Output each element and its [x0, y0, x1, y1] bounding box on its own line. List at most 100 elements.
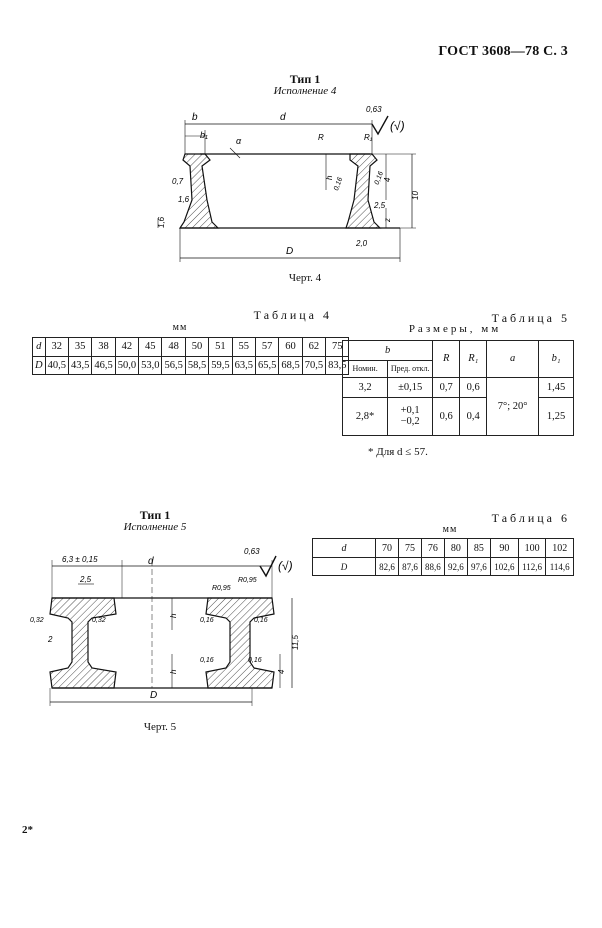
- table5-col-R1: R₁: [459, 340, 488, 378]
- fig4-label-h: h: [325, 175, 334, 180]
- fig4-caption: Черт. 4: [288, 272, 322, 284]
- fig4-label-10: 10: [411, 191, 420, 200]
- fig4-label-D: D: [286, 246, 293, 257]
- table4-d-cell: 57: [254, 337, 280, 357]
- fig4-right-profile: [345, 153, 382, 229]
- table4-d-cell: 62: [301, 337, 327, 357]
- table5-cell: ±0,15: [387, 376, 434, 398]
- fig5-label-r095b: R0,95: [238, 577, 257, 584]
- fig4-label-r25: 2,5: [373, 201, 386, 210]
- table4-d-cell: 45: [138, 337, 163, 357]
- fig5-drawing: 6,3 ± 0,15 2,5 d 0,63 (√) R0,95 R0,95 0,…: [30, 547, 300, 706]
- table6-row-d: d 70 75 76 80 85 90 100 102: [312, 537, 574, 559]
- table5-col-pred: Пред. откл.: [387, 360, 434, 378]
- fig4-label-z: z: [383, 218, 392, 223]
- table6-D-cell: 82,6: [375, 557, 399, 576]
- fig5-label-115: 11,5: [291, 634, 300, 650]
- table6: d 70 75 76 80 85 90 100 102 D 82,6 87,6 …: [312, 537, 574, 576]
- table6-D-cell: 88,6: [420, 557, 445, 576]
- table5-name: Таблица 5: [491, 311, 570, 325]
- fig4-variant: Исполнение 4: [273, 85, 337, 97]
- fig5-label-dim-top: 6,3 ± 0,15: [62, 555, 98, 564]
- table4-name: Таблица 4: [253, 308, 332, 322]
- fig5-label-25: 2,5: [79, 575, 92, 584]
- page-number: 2*: [22, 824, 33, 836]
- table6-D-cell: 114,6: [545, 557, 574, 576]
- fig4-label-4: 4: [383, 177, 392, 182]
- fig4-label-r16a: 1,6: [178, 195, 190, 204]
- table4-d-label: d: [32, 337, 46, 357]
- table4-d-cell: 38: [91, 337, 116, 357]
- table5-col-a: a: [486, 340, 540, 378]
- table5-cell: 0,6: [459, 376, 488, 398]
- table4-d-cell: 51: [208, 337, 233, 357]
- table6-D-cell: 102,6: [489, 557, 519, 576]
- table4-d-cell: 42: [114, 337, 140, 357]
- fig5-label-h: h: [169, 613, 178, 618]
- table4-row-D: D 40,5 43,5 46,5 50,0 53,0 56,5 58,5 59,…: [32, 355, 350, 375]
- fig4-label-alpha: α: [236, 136, 242, 146]
- fig5-variant: Исполнение 5: [123, 521, 187, 533]
- table4-D-cell: 58,5: [184, 355, 210, 375]
- fig4-label-R1: R₁: [364, 133, 373, 142]
- fig4-label-b1: b₁: [200, 130, 208, 140]
- table5-cell: 3,2: [341, 376, 389, 398]
- table6-d-cell: 76: [420, 537, 445, 559]
- table6-D-cell: 87,6: [397, 557, 422, 576]
- table4-D-cell: 40,5: [44, 355, 69, 375]
- table5-cell: 1,45: [538, 376, 574, 398]
- table5-row-1: 3,2 ±0,15 0,7 0,6 7°; 20° 1,45: [341, 376, 574, 437]
- table4-D-cell: 65,5: [254, 355, 280, 375]
- table4-d-cell: 60: [278, 337, 303, 357]
- fig5-label-d: d: [148, 556, 154, 567]
- fig5-label-r016d: 0,16: [248, 657, 262, 664]
- table4-d-cell: 50: [184, 337, 210, 357]
- fig5-label-r032a: 0,32: [30, 617, 44, 624]
- table4-D-cell: 56,5: [161, 355, 186, 375]
- table5-cell: 0,4: [459, 396, 488, 437]
- table6-name: Таблица 6: [491, 511, 570, 525]
- table6-d-cell: 90: [489, 537, 519, 559]
- fig4-label-b: b: [192, 112, 198, 123]
- table5-col-R: R: [432, 340, 461, 378]
- table4-d-cell: 35: [67, 337, 93, 357]
- table4-d-cell: 55: [231, 337, 256, 357]
- table4-d-cell: 32: [44, 337, 69, 357]
- table5-cell: 1,25: [538, 396, 574, 437]
- table5-row-2: 2,8* +0,1 −0,2 0,6 0,4 1,25: [341, 396, 574, 437]
- table6-d-cell: 80: [443, 537, 468, 559]
- table5-cell: 0,6: [432, 396, 461, 437]
- table4: d 32 35 38 42 45 48 50 51 55 57 60 62 75…: [32, 337, 350, 375]
- fig4-roughness-value: 0,63: [366, 105, 382, 114]
- fig5-label-h2: h: [169, 669, 178, 674]
- table6-D-cell: 97,6: [466, 557, 491, 576]
- table4-D-cell: 63,5: [231, 355, 256, 375]
- table5-cell-a: 7°; 20°: [486, 376, 540, 437]
- fig5-roughness-value: 0,63: [244, 547, 260, 556]
- fig4-type-title: Тип 1: [289, 72, 321, 86]
- table6-D-cell: 112,6: [517, 557, 547, 576]
- fig5-caption: Черт. 5: [143, 721, 177, 733]
- table6-d-cell: 102: [545, 537, 574, 559]
- fig5-label-r032b: 0,32: [92, 617, 106, 624]
- fig4-label-r016a: 0,16: [333, 176, 344, 191]
- fig5-label-4: 4: [277, 669, 286, 674]
- fig5-label-2: 2: [47, 635, 53, 644]
- table4-D-cell: 43,5: [67, 355, 93, 375]
- fig4-drawing: d b b₁ α R R₁ 0,63 (√) 0,7 1,6 1,6 0,16 …: [157, 105, 420, 262]
- table5-cell: +0,1 −0,2: [387, 396, 434, 437]
- table4-D-label: D: [32, 355, 46, 375]
- table5-cell: 2,8*: [341, 396, 389, 437]
- table4-D-cell: 68,5: [278, 355, 303, 375]
- fig5-type-title: Тип 1: [139, 508, 171, 522]
- fig4-left-profile: [178, 153, 220, 229]
- fig4-label-r16b: 1,6: [157, 216, 166, 228]
- table6-unit: мм: [442, 524, 458, 535]
- table6-D-label: D: [312, 557, 376, 576]
- fig5-label-r016a: 0,16: [200, 617, 214, 624]
- table6-row-D: D 82,6 87,6 88,6 92,6 97,6 102,6 112,6 1…: [312, 557, 574, 576]
- table5-cell: 0,7: [432, 376, 461, 398]
- table4-row-d: d 32 35 38 42 45 48 50 51 55 57 60 62 75: [32, 337, 350, 357]
- table5-col-b1: b₁: [538, 340, 574, 378]
- fig4-label-R: R: [318, 133, 324, 142]
